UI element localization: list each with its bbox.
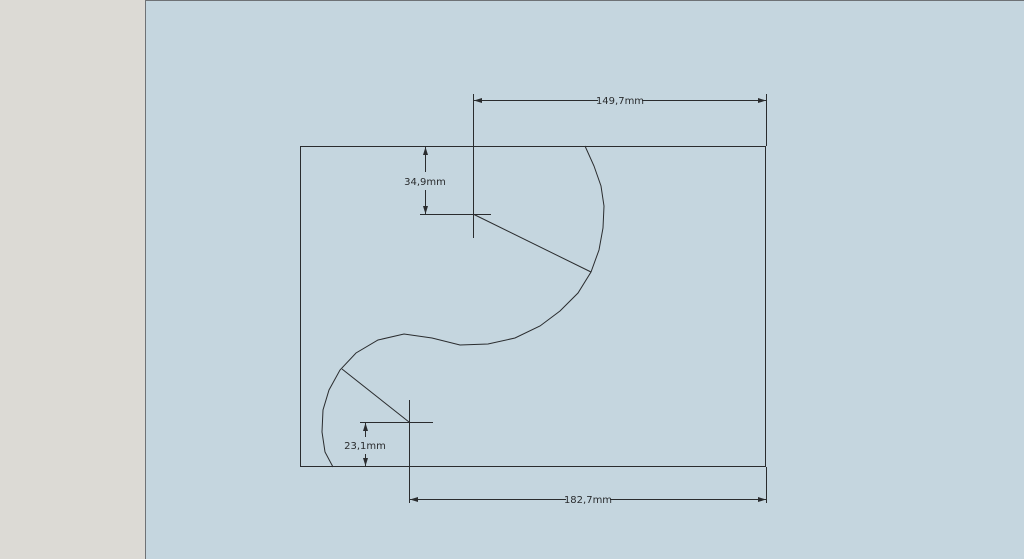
drawing-viewport[interactable]: 149,7mm 182,7mm 34,9mm 23,1mm — [145, 0, 1024, 559]
canvas-background — [146, 1, 1024, 559]
upper-radius-line — [472, 213, 592, 273]
upper-vertical-arrow-bottom — [423, 206, 428, 214]
upper-vertical-arrow-top — [423, 147, 428, 155]
upper-center-crosshair — [420, 94, 491, 238]
top-dimension-arrow-left — [474, 98, 482, 103]
plate-outline — [300, 146, 766, 467]
upper-offset-dimension[interactable]: 34,9mm — [404, 177, 446, 188]
bottom-dimension-arrow-right — [758, 497, 766, 502]
top-width-dimension[interactable]: 149,7mm — [596, 96, 644, 107]
lower-center-crosshair — [360, 400, 433, 503]
bottom-width-dimension[interactable]: 182,7mm — [564, 495, 612, 506]
side-panel — [0, 0, 145, 559]
drawing-canvas[interactable]: 149,7mm 182,7mm 34,9mm 23,1mm — [146, 1, 1024, 559]
s-curve-profile — [321, 145, 605, 468]
bottom-dimension-arrow-left — [410, 497, 418, 502]
lower-vertical-arrow-bottom — [363, 458, 368, 466]
lower-offset-dimension[interactable]: 23,1mm — [344, 441, 386, 452]
top-dimension-arrow-right — [758, 98, 766, 103]
lower-vertical-arrow-top — [363, 423, 368, 431]
lower-radius-line — [341, 368, 410, 423]
